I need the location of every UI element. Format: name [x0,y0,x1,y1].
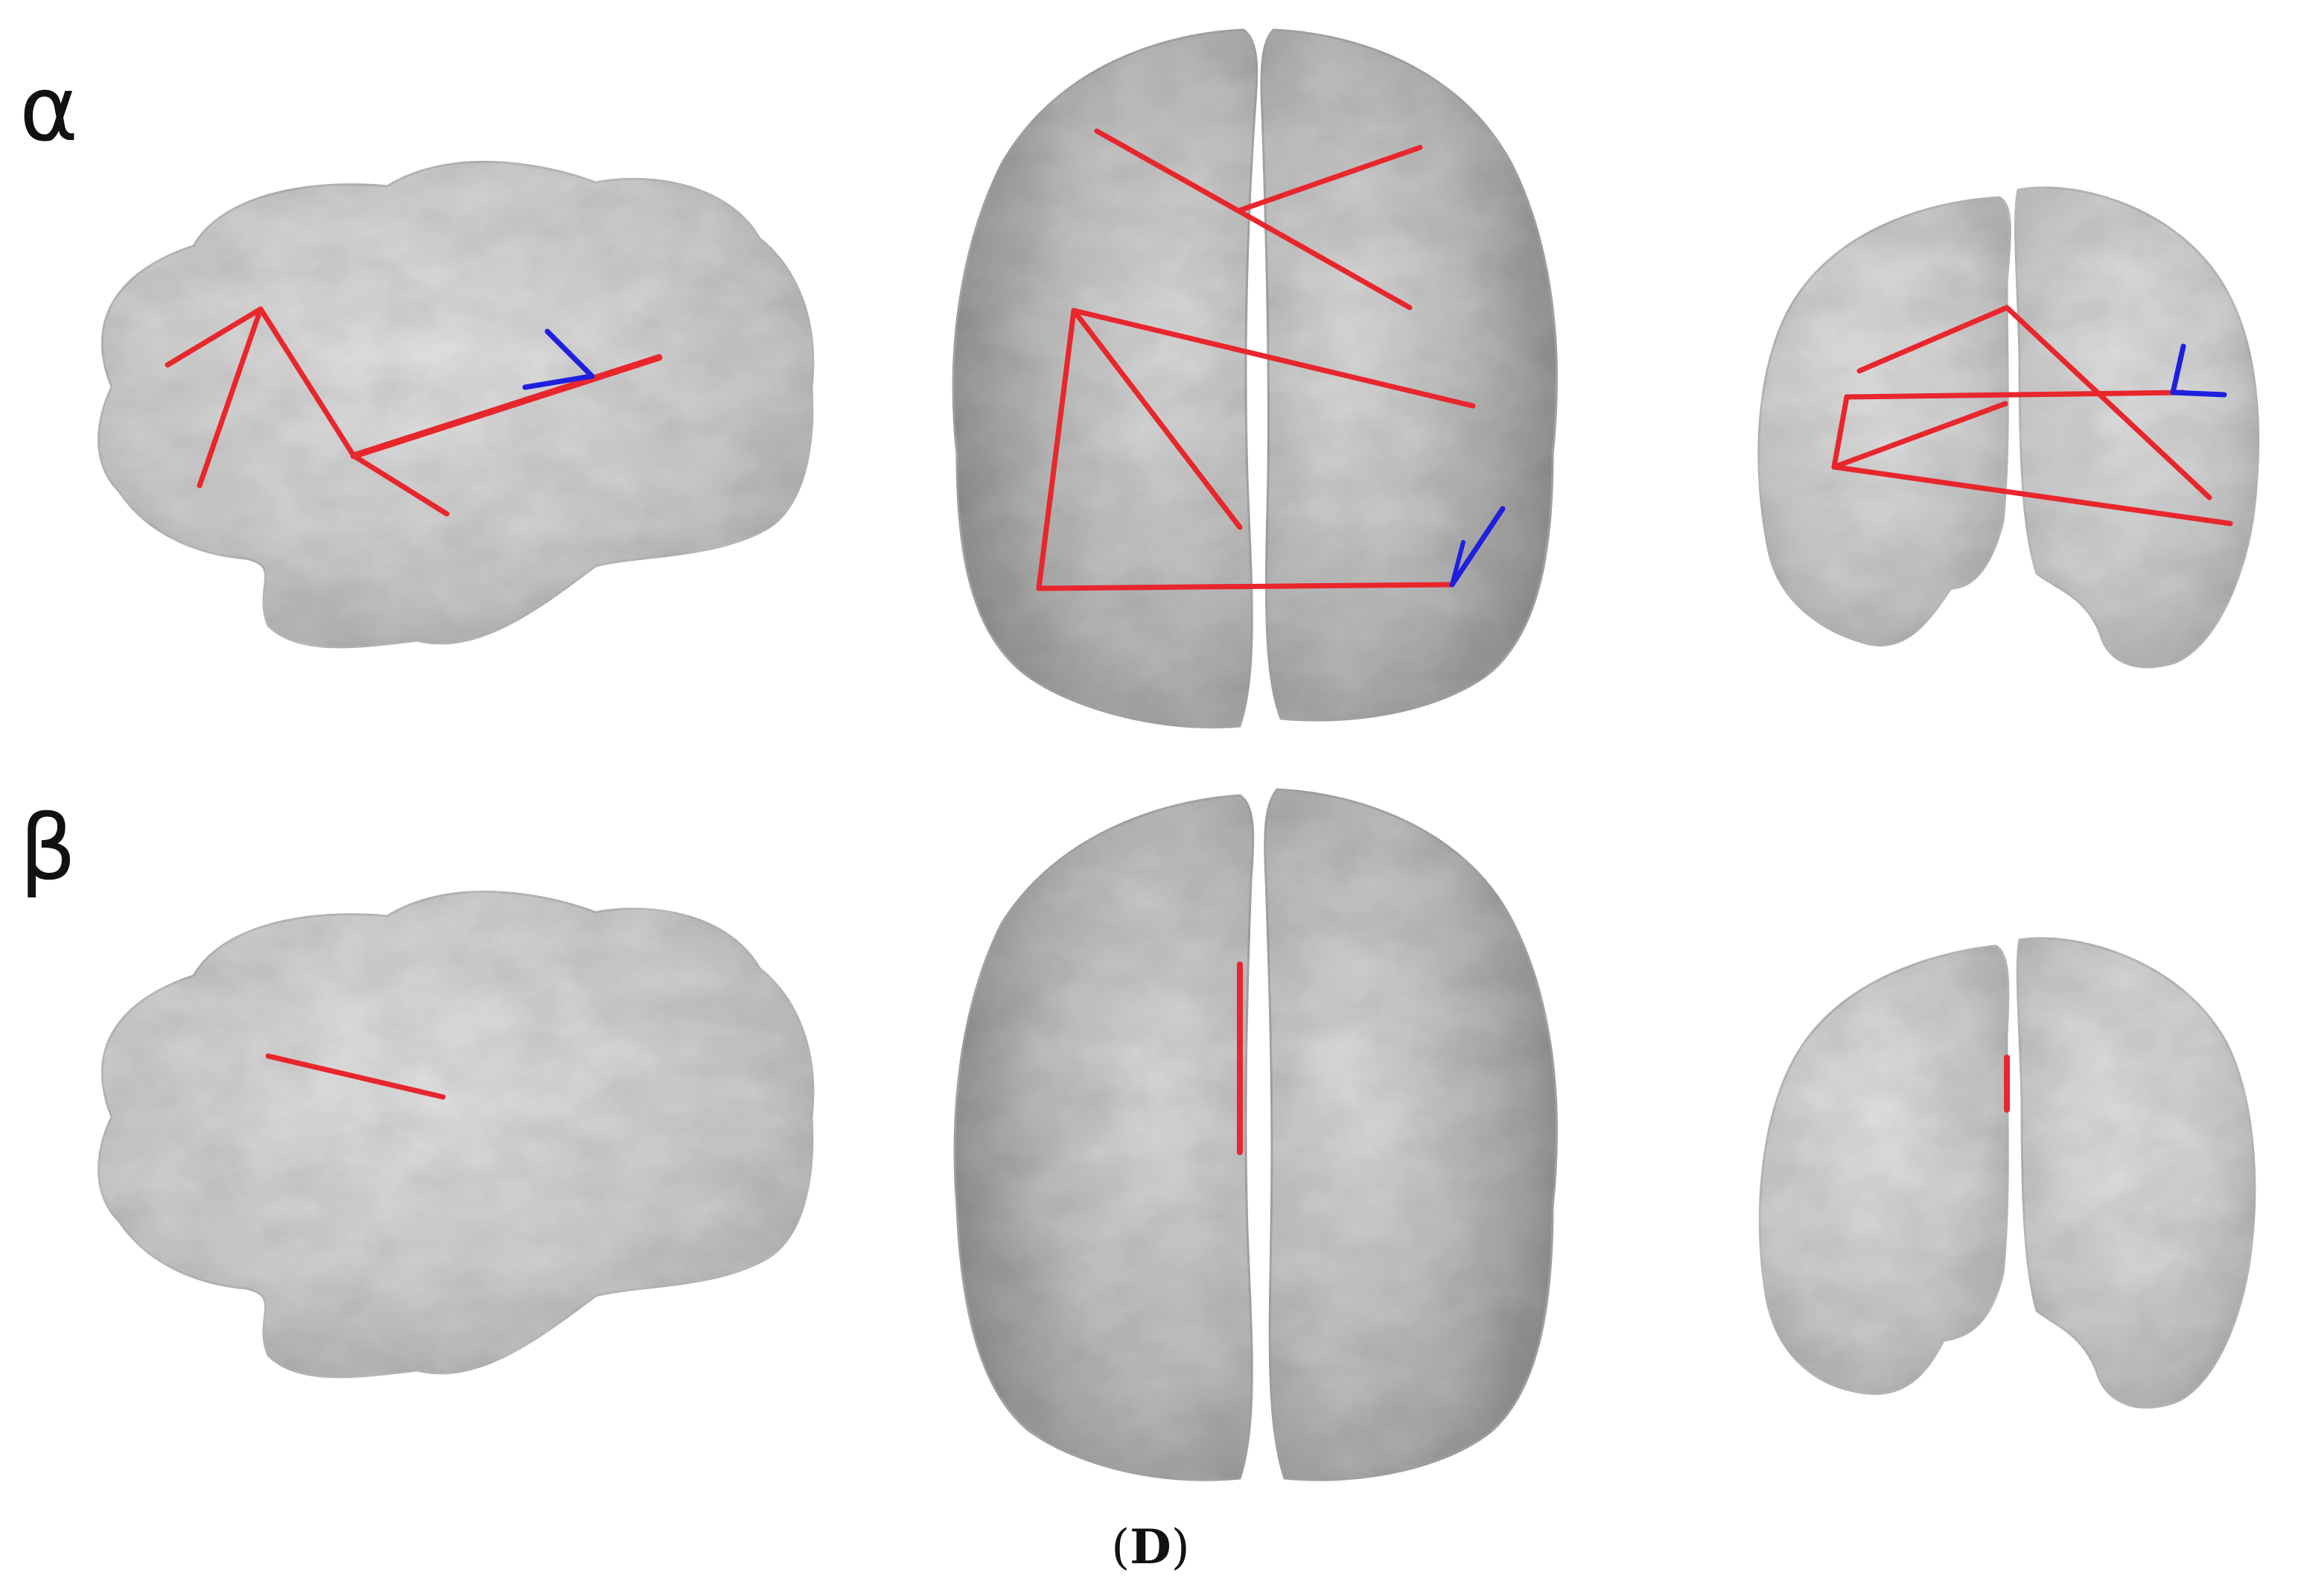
edge [1094,128,1241,214]
edge [1831,394,1850,470]
brain-left-hemisphere-axial [952,28,1258,729]
edge [1235,208,1413,311]
edge [1235,144,1423,214]
edge [1450,540,1465,587]
edge [522,373,595,390]
edge [2004,305,2212,500]
band-label-alpha: α [19,58,79,162]
caption-open: ( [1111,1520,1130,1575]
edge [2170,390,2227,398]
edge [1036,308,1077,591]
band-label-beta: β [19,797,77,900]
beta-sagittal-edges [265,1053,446,1100]
edge [350,354,663,460]
caption-letter: D [1130,1519,1171,1575]
brain-right-hemisphere-axial [1260,28,1558,722]
edge [1844,390,2186,400]
edge [1036,582,1455,591]
brain-surface-sagittal [98,890,815,1379]
edge [351,453,450,517]
edge [265,1053,446,1100]
brain-left-hemisphere-coronal [1757,196,2011,646]
edge [165,306,264,368]
edge [1831,401,2008,470]
edge [197,306,264,489]
edge [1831,464,2233,527]
edge [1071,308,1243,530]
edge [544,328,595,379]
edge [2170,343,2186,395]
brain-right-hemisphere-coronal [2016,937,2256,1409]
alpha-axial-edges [1036,128,1506,591]
brain-left-hemisphere-axial [953,794,1255,1481]
alpha-coronal-edges [1831,305,2233,527]
brain-right-hemisphere-axial [1264,788,1558,1481]
edge [1071,308,1476,409]
alpha-sagittal-edges [165,306,663,517]
panel-caption: (D) [0,1519,2301,1575]
edge [258,306,357,459]
brain-surface-sagittal [98,160,815,649]
edge [1449,506,1506,588]
brain-left-hemisphere-coronal [1758,944,2010,1395]
caption-close: ) [1171,1520,1190,1575]
edge [1856,305,2010,374]
